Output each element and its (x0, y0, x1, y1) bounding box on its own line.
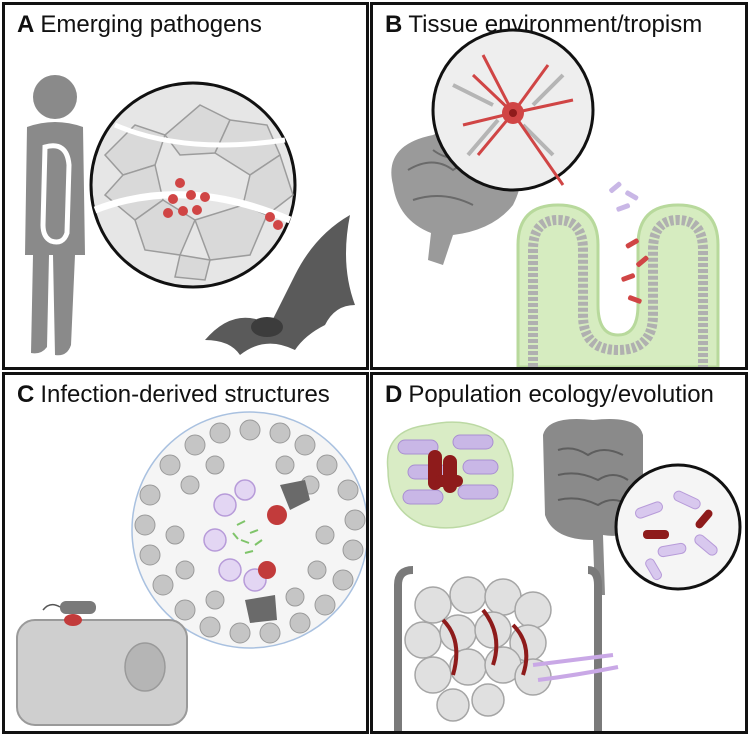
human-silhouette (25, 75, 85, 356)
bat (205, 215, 355, 355)
host-cell (16, 601, 188, 726)
intestinal-villi (516, 181, 720, 367)
dark-cells (245, 480, 310, 623)
bacteria-core (232, 520, 263, 554)
microbiome-circle (614, 463, 742, 591)
granuloma (131, 411, 366, 649)
neuron-circle (431, 28, 595, 192)
neutrophils (258, 505, 287, 579)
pathogen-cluster (163, 178, 283, 230)
panel-c-illustration (16, 411, 366, 726)
macrophages (203, 479, 267, 592)
biofilm-cluster (386, 421, 514, 529)
bacteria-purple (609, 181, 639, 212)
panel-b-illustration (391, 28, 720, 367)
bacteria-red (621, 238, 649, 304)
neuron (462, 54, 574, 186)
panel-d-illustration (386, 419, 742, 731)
intestines (543, 419, 643, 595)
alveoli-vessels (394, 566, 619, 731)
muscle-tissue-circle (89, 81, 297, 289)
panel-a-illustration (25, 75, 355, 356)
